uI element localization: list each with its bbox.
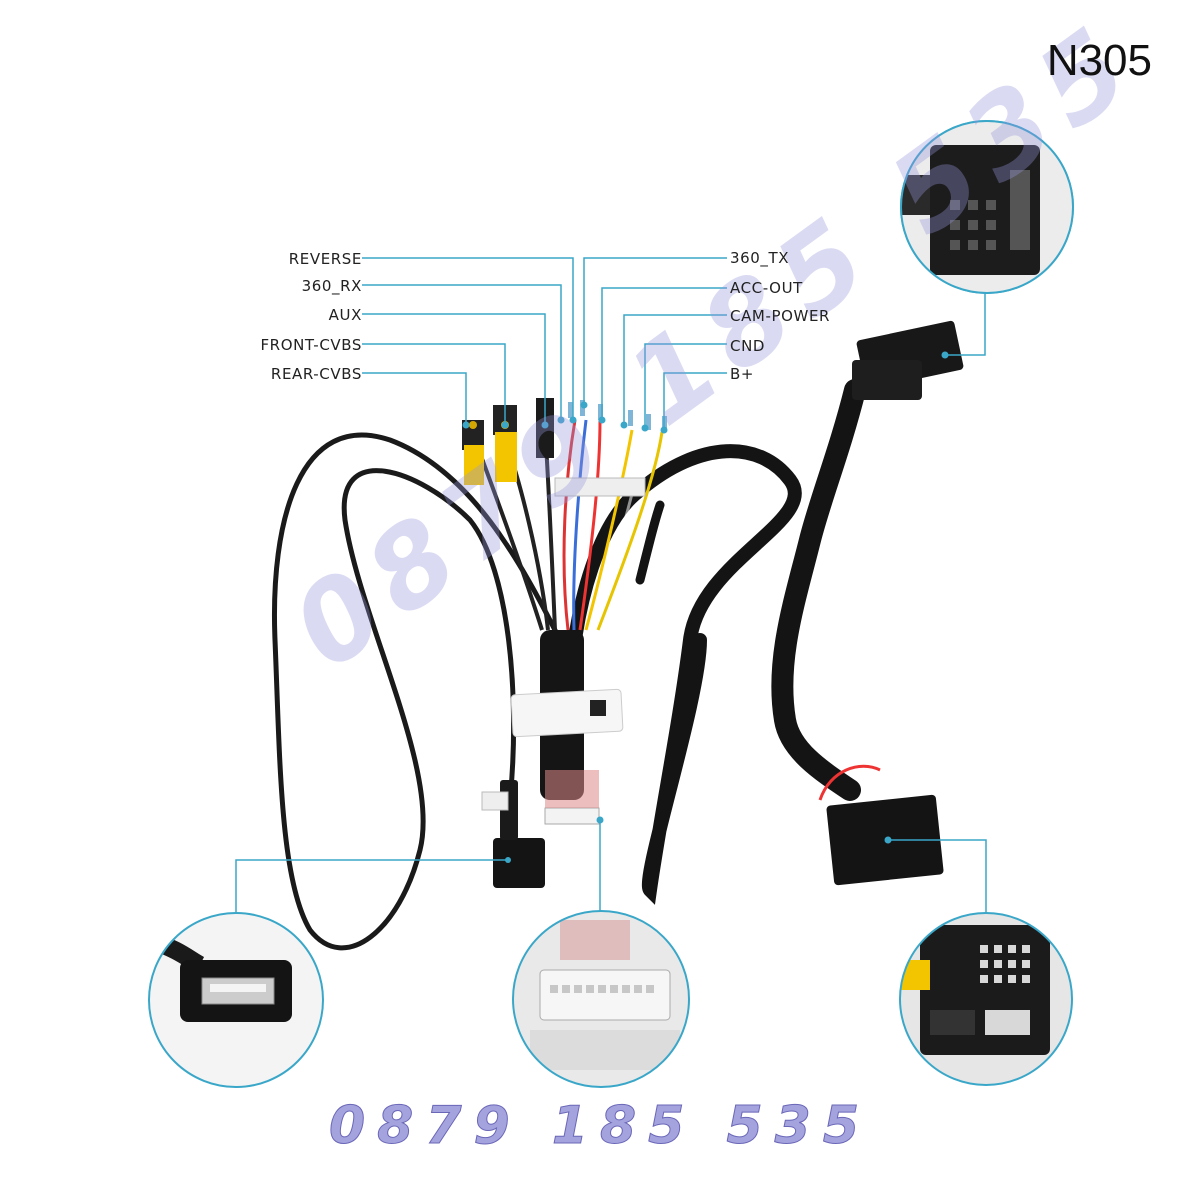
top-quadlock-plug	[852, 320, 964, 400]
model-code: N305	[1046, 36, 1152, 85]
label-rear-cvbs: REAR-CVBS	[270, 365, 362, 383]
ribbon-connector-detail	[512, 910, 690, 1088]
leader-dots	[462, 351, 949, 844]
usb-cable	[272, 432, 563, 951]
label-reverse: REVERSE	[288, 250, 362, 268]
usb-plug	[481, 780, 545, 888]
label-aux: AUX	[328, 306, 362, 324]
label-360-tx: 360_TX	[730, 249, 790, 267]
label-cnd: CND	[730, 337, 766, 355]
label-360-rx: 360_RX	[301, 277, 362, 295]
leader-lines	[235, 257, 987, 913]
trunk-bundle	[510, 630, 624, 800]
label-cam-power: CAM-POWER	[730, 307, 831, 325]
label-front-cvbs: FRONT-CVBS	[260, 336, 362, 354]
phone-number: 0879 185 535	[328, 1096, 872, 1157]
usb-port-detail	[148, 912, 324, 1088]
label-b-plus: B+	[730, 365, 755, 383]
ribbon-plug	[544, 770, 600, 825]
main-harness-plug-detail	[899, 912, 1073, 1086]
reverse-tag	[554, 477, 646, 497]
label-acc-out: ACC-OUT	[730, 279, 803, 297]
top-quadlock-connector-detail	[900, 120, 1074, 294]
